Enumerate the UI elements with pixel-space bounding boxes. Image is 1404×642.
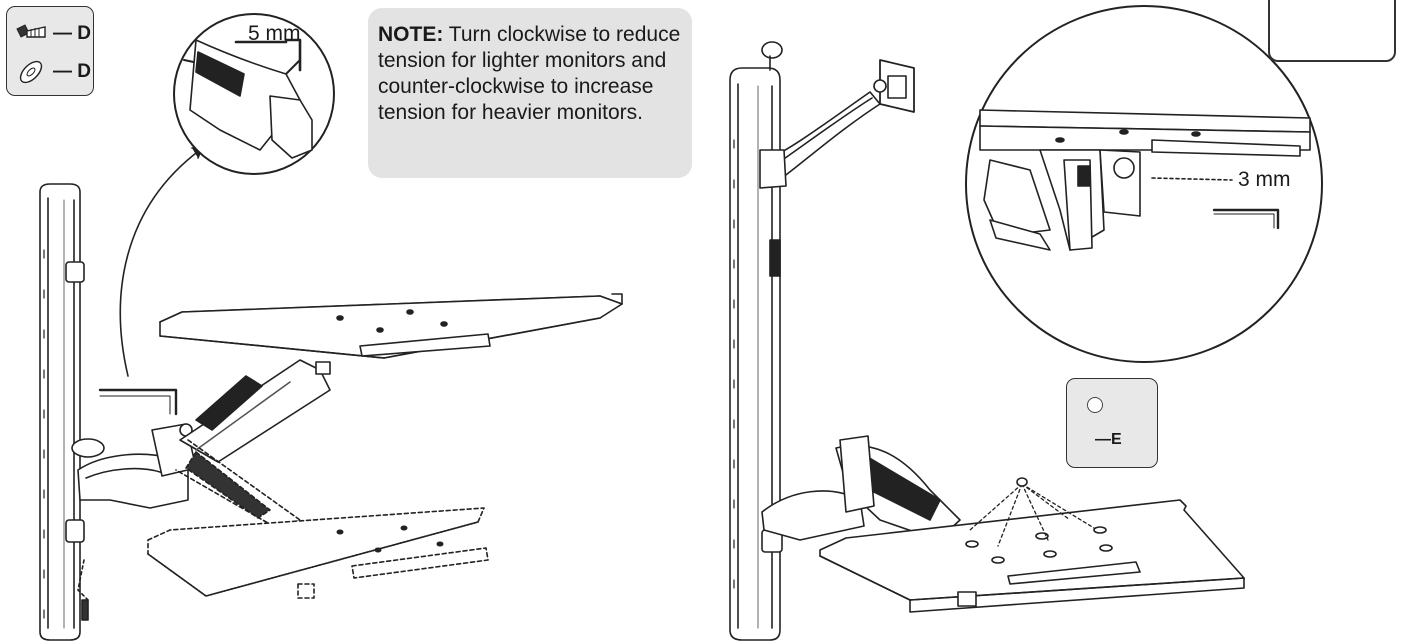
note-heading: NOTE: [378,23,444,46]
left-keyboard-tray-upper [159,293,623,375]
note-text: Turn clockwise to reduce tension for lig… [378,23,681,124]
hole-icon [1087,397,1103,413]
left-callout-arrow [119,149,201,377]
parts-box-e: —E [1066,378,1158,468]
left-keyboard-tray-lower-dashed [147,507,489,599]
tension-note: NOTE: Turn clockwise to reduce tension f… [368,8,692,178]
right-detail-callout [965,5,1323,363]
right-monitor-arm [759,59,915,189]
right-keyboard-arm [761,435,961,541]
screw-icon [16,24,46,38]
left-detail-callout [173,13,335,175]
left-keyboard-arm [71,359,331,531]
dimension-5mm: 5 mm [248,22,301,45]
right-wall-rail [729,41,783,641]
right-keyboard-tray [819,499,1245,613]
parts-label-washer: — D [53,61,91,82]
parts-label-e: —E [1095,431,1122,448]
left-wall-rail [39,183,89,641]
dimension-3mm: 3 mm [1238,168,1291,191]
parts-label-screw: — D [53,23,91,44]
tool-box [1268,0,1396,62]
parts-box-d: — D — D [6,6,94,96]
right-screw-arrows [969,483,1095,547]
washer-icon [19,60,43,84]
parts-row-screw: — D [15,19,91,49]
parts-row-washer: — D [15,57,91,87]
